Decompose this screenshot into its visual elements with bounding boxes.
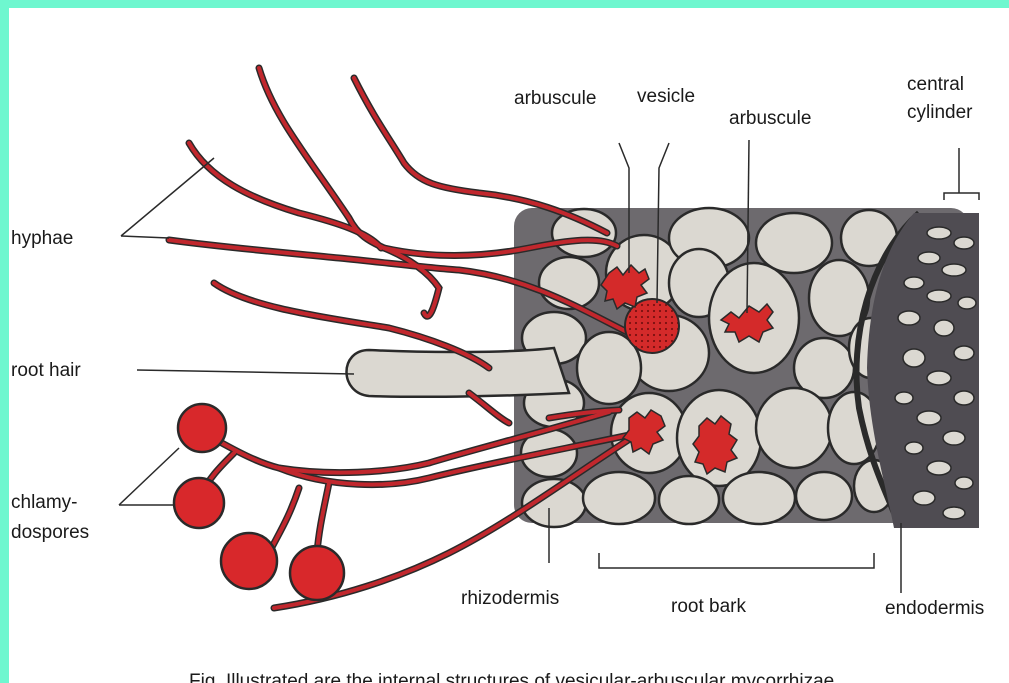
mycorrhiza-diagram: hyphae root hair chlamy- dospores arbusc… — [9, 8, 1009, 683]
label-root-bark: root bark — [671, 596, 746, 617]
label-root-hair: root hair — [11, 360, 81, 381]
diagram-frame: hyphae root hair chlamy- dospores arbusc… — [9, 8, 1009, 683]
label-vesicle: vesicle — [637, 86, 695, 107]
vesicle — [625, 299, 679, 353]
label-central-cylinder-line1: central — [907, 74, 964, 95]
label-rhizodermis: rhizodermis — [461, 588, 559, 609]
label-arbuscule-right: arbuscule — [729, 108, 811, 129]
label-chlamydospores-line1: chlamy- — [11, 492, 78, 513]
label-endodermis: endodermis — [885, 598, 984, 619]
root-tissue — [514, 208, 979, 528]
label-central-cylinder-line2: cylinder — [907, 102, 973, 123]
label-hyphae: hyphae — [11, 228, 73, 249]
chlamydospores — [174, 404, 344, 600]
figure-caption: Fig. Illustrated are the internal struct… — [189, 671, 834, 683]
label-chlamydospores-line2: dospores — [11, 522, 89, 543]
label-arbuscule-left: arbuscule — [514, 88, 596, 109]
root-hair — [347, 348, 570, 397]
